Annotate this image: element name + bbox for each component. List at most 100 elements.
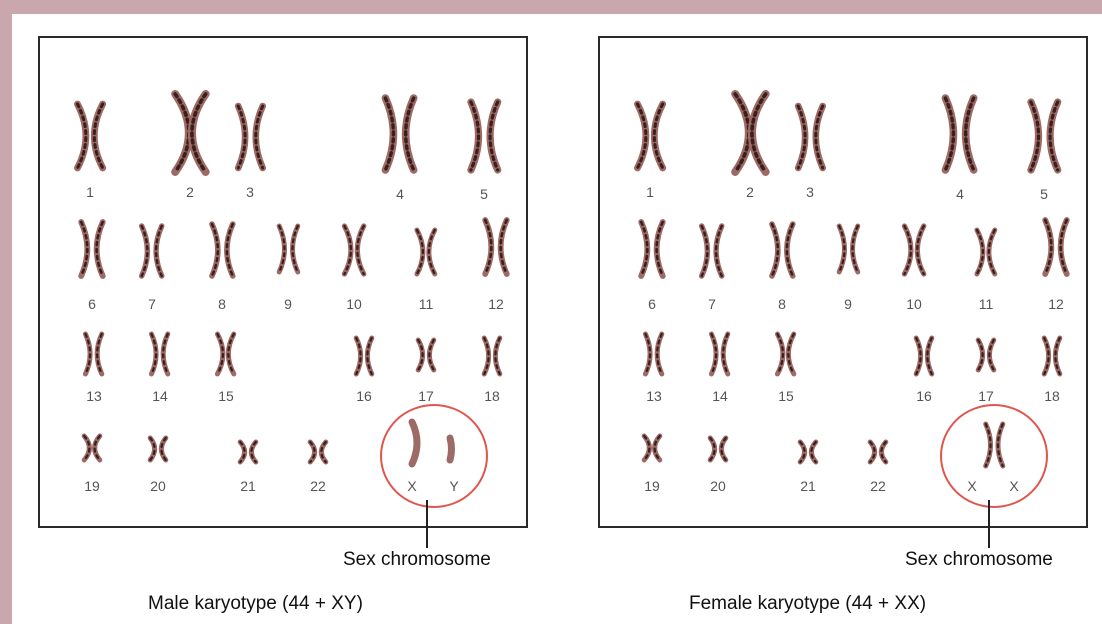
chromosome-pair-17 (413, 338, 439, 372)
sex-chromosome-letter: X (967, 478, 976, 494)
chromosome-number: 5 (480, 186, 488, 202)
chromosome-number: 16 (356, 388, 372, 404)
chromosome-number: 21 (800, 478, 816, 494)
chromosome-number: 11 (979, 296, 994, 312)
chromosome-pair-14 (706, 332, 733, 376)
chromosome-number: 4 (956, 186, 964, 202)
chromosome-pair-7 (135, 224, 168, 278)
chromosome-pair-1 (69, 102, 111, 170)
chromosome-number: 1 (86, 184, 94, 200)
female-caption: Female karyotype (44 + XX) (689, 593, 926, 615)
chromosome-number: 20 (150, 478, 166, 494)
chromosome-number: 3 (806, 184, 814, 200)
chromosome-pair-13 (80, 332, 107, 376)
chromatid (412, 422, 417, 464)
sex-chromosome-circle (380, 404, 488, 508)
chromosome-pair-6 (74, 220, 110, 278)
chromosome-number: 14 (712, 388, 728, 404)
chromosome-pair-16 (351, 336, 377, 376)
chromosome-pair-7 (695, 224, 728, 278)
chromosome-number: 9 (844, 296, 852, 312)
chromosome-number: 7 (148, 296, 156, 312)
chromosome-number: 5 (1040, 186, 1048, 202)
chromosome-number: 16 (916, 388, 932, 404)
chromosome-pair-4 (936, 96, 983, 172)
chromosome-number: 11 (419, 296, 434, 312)
chromosome-pair-17 (973, 338, 999, 372)
chromosome-number: 15 (218, 388, 234, 404)
chromosome-pair-2 (165, 92, 216, 174)
chromosome-pair-9 (273, 224, 304, 274)
chromosome-pair-20 (145, 436, 171, 462)
chromosome-number: 13 (646, 388, 662, 404)
chromosome-number: 18 (1044, 388, 1060, 404)
male-leader-line (426, 500, 428, 548)
chromosome-number: 12 (1048, 296, 1064, 312)
chromosome-number: 21 (240, 478, 256, 494)
female-sex-chromosome-label: Sex chromosome (905, 549, 1053, 571)
chromosome-pair-15 (212, 332, 239, 376)
chromosome-pair-16 (911, 336, 937, 376)
chromosome-pair-6 (634, 220, 670, 278)
chromosome-number: 6 (648, 296, 656, 312)
chromosome-number: 7 (708, 296, 716, 312)
chromosome-pair-4 (376, 96, 423, 172)
chromosome-number: 19 (84, 478, 100, 494)
sex-chromosome-letter: X (407, 478, 416, 494)
chromosome-number: 6 (88, 296, 96, 312)
chromosome-pair-2 (725, 92, 776, 174)
chromatid (450, 438, 452, 460)
chromosome-number: 8 (778, 296, 786, 312)
chromosome-pair-20 (705, 436, 731, 462)
chromosome-pair-18 (479, 336, 505, 376)
chromosome-number: 8 (218, 296, 226, 312)
chromosome-pair-12 (1038, 218, 1074, 276)
chromosome-pair-11 (411, 228, 441, 276)
chromosome-pair-5 (462, 100, 507, 172)
chromosome-pair-21 (795, 440, 821, 464)
x-chromosome (406, 420, 426, 466)
chromosome-pair-11 (971, 228, 1001, 276)
chromosome-number: 22 (870, 478, 886, 494)
chromosome-pair-18 (1039, 336, 1065, 376)
chromosome-number: 12 (488, 296, 504, 312)
chromosome-pair-3 (230, 104, 271, 170)
chromosome-pair-5 (1022, 100, 1067, 172)
chromosome-number: 14 (152, 388, 168, 404)
chromosome-number: 10 (346, 296, 362, 312)
chromosome-number: 4 (396, 186, 404, 202)
chromosome-number: 1 (646, 184, 654, 200)
sex-chromosome-letter: Y (449, 478, 458, 494)
chromosome-pair-10 (898, 224, 930, 276)
male-caption: Male karyotype (44 + XY) (148, 593, 363, 615)
y-chromosome (444, 436, 464, 462)
chromosome-pair-13 (640, 332, 667, 376)
chromosome-pair-8 (765, 222, 800, 278)
chromosome-pair-22 (865, 440, 891, 464)
chromosome-number: 22 (310, 478, 326, 494)
chromosome-pair-1 (629, 102, 671, 170)
chromosome-pair-12 (478, 218, 514, 276)
chromosome-number: 10 (906, 296, 922, 312)
chromosome-pair-19 (79, 434, 105, 462)
chromosome-pair- (980, 422, 1009, 468)
chromosome-number: 17 (418, 388, 434, 404)
female-leader-line (988, 500, 990, 548)
chromosome-pair-21 (235, 440, 261, 464)
chromosome-number: 3 (246, 184, 254, 200)
chromosome-number: 19 (644, 478, 660, 494)
chromosome-pair-14 (146, 332, 173, 376)
chromosome-pair-9 (833, 224, 864, 274)
chromosome-number: 13 (86, 388, 102, 404)
chromosome-number: 2 (746, 184, 754, 200)
chromosome-number: 18 (484, 388, 500, 404)
chromosome-pair-19 (639, 434, 665, 462)
chromosome-pair-3 (790, 104, 831, 170)
chromosome-number: 9 (284, 296, 292, 312)
chromosome-pair-8 (205, 222, 240, 278)
male-sex-chromosome-label: Sex chromosome (343, 549, 491, 571)
chromosome-number: 15 (778, 388, 794, 404)
